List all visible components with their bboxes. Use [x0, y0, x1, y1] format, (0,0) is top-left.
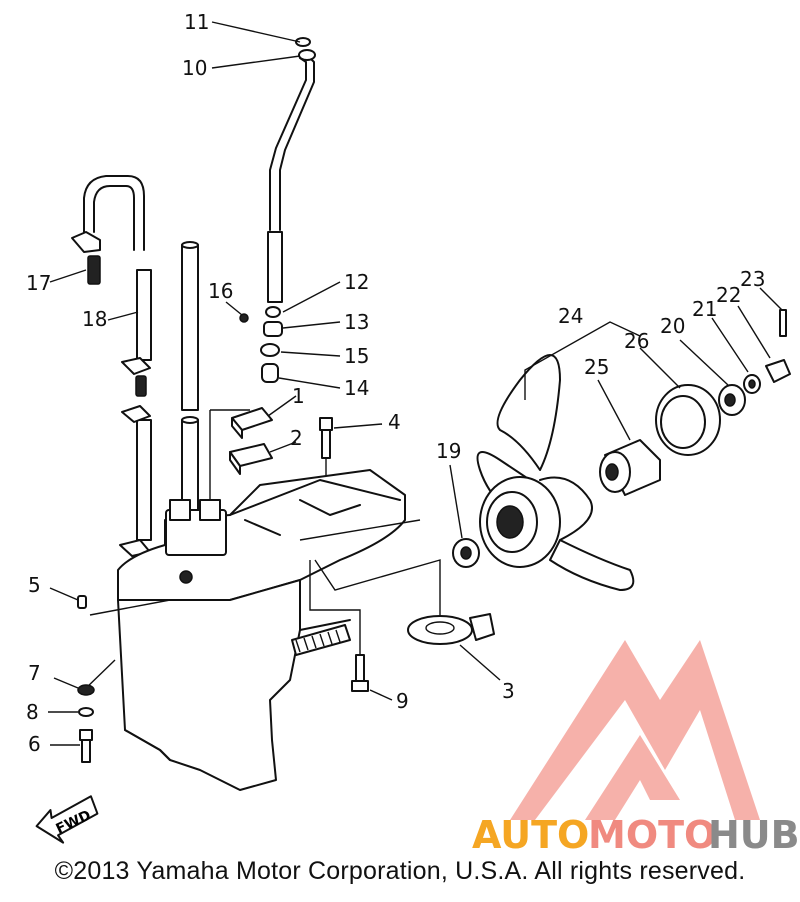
logo-text-auto: AUTO [472, 813, 589, 857]
callout-14: 14 [344, 376, 369, 400]
washer-26 [639, 347, 721, 456]
callout-18: 18 [82, 307, 107, 331]
callout-20: 20 [660, 314, 685, 338]
propeller-24 [476, 321, 641, 591]
callout-7: 7 [28, 661, 41, 685]
callout-1: 1 [292, 384, 305, 408]
callout-numbers: 11 10 17 18 16 12 13 15 14 1 2 4 5 7 8 6… [26, 10, 765, 756]
pin-16 [225, 301, 249, 323]
bolt-9 [351, 654, 393, 701]
callout-3: 3 [502, 679, 515, 703]
anode-3 [407, 613, 501, 681]
callout-22: 22 [716, 283, 741, 307]
callout-23: 23 [740, 267, 765, 291]
callout-10: 10 [182, 56, 207, 80]
callout-25: 25 [584, 355, 609, 379]
callout-16: 16 [208, 279, 233, 303]
callout-12: 12 [344, 270, 369, 294]
logo-text-moto: MOTO [588, 813, 716, 857]
callout-24: 24 [558, 304, 583, 328]
callout-17: 17 [26, 271, 51, 295]
callout-21: 21 [692, 297, 717, 321]
callout-9: 9 [396, 689, 409, 713]
callout-6: 6 [28, 732, 41, 756]
copyright-notice: ©2013 Yamaha Motor Corporation, U.S.A. A… [54, 857, 746, 885]
callout-19: 19 [436, 439, 461, 463]
drive-shaft [181, 241, 199, 521]
callout-15: 15 [344, 344, 369, 368]
logo-text-hub: HUB [708, 813, 800, 857]
callout-26: 26 [624, 329, 649, 353]
lower-case-housing [117, 469, 406, 791]
small-parts-left [48, 587, 95, 763]
callout-5: 5 [28, 573, 41, 597]
watermark-logo: AUTO MOTO HUB [472, 640, 800, 857]
hardware-20-23 [679, 287, 791, 416]
water-tube-upper [211, 21, 316, 303]
water-hose-left [49, 175, 152, 557]
callout-8: 8 [26, 700, 39, 724]
dampers [209, 395, 297, 500]
thrust-washer-19 [449, 464, 480, 568]
callout-4: 4 [388, 410, 401, 434]
callout-13: 13 [344, 310, 369, 334]
callout-11: 11 [184, 10, 209, 34]
spacer-25 [597, 379, 661, 496]
forward-direction-badge: FWD [35, 795, 99, 844]
callout-2: 2 [290, 426, 303, 450]
grommet-stack [260, 281, 341, 389]
